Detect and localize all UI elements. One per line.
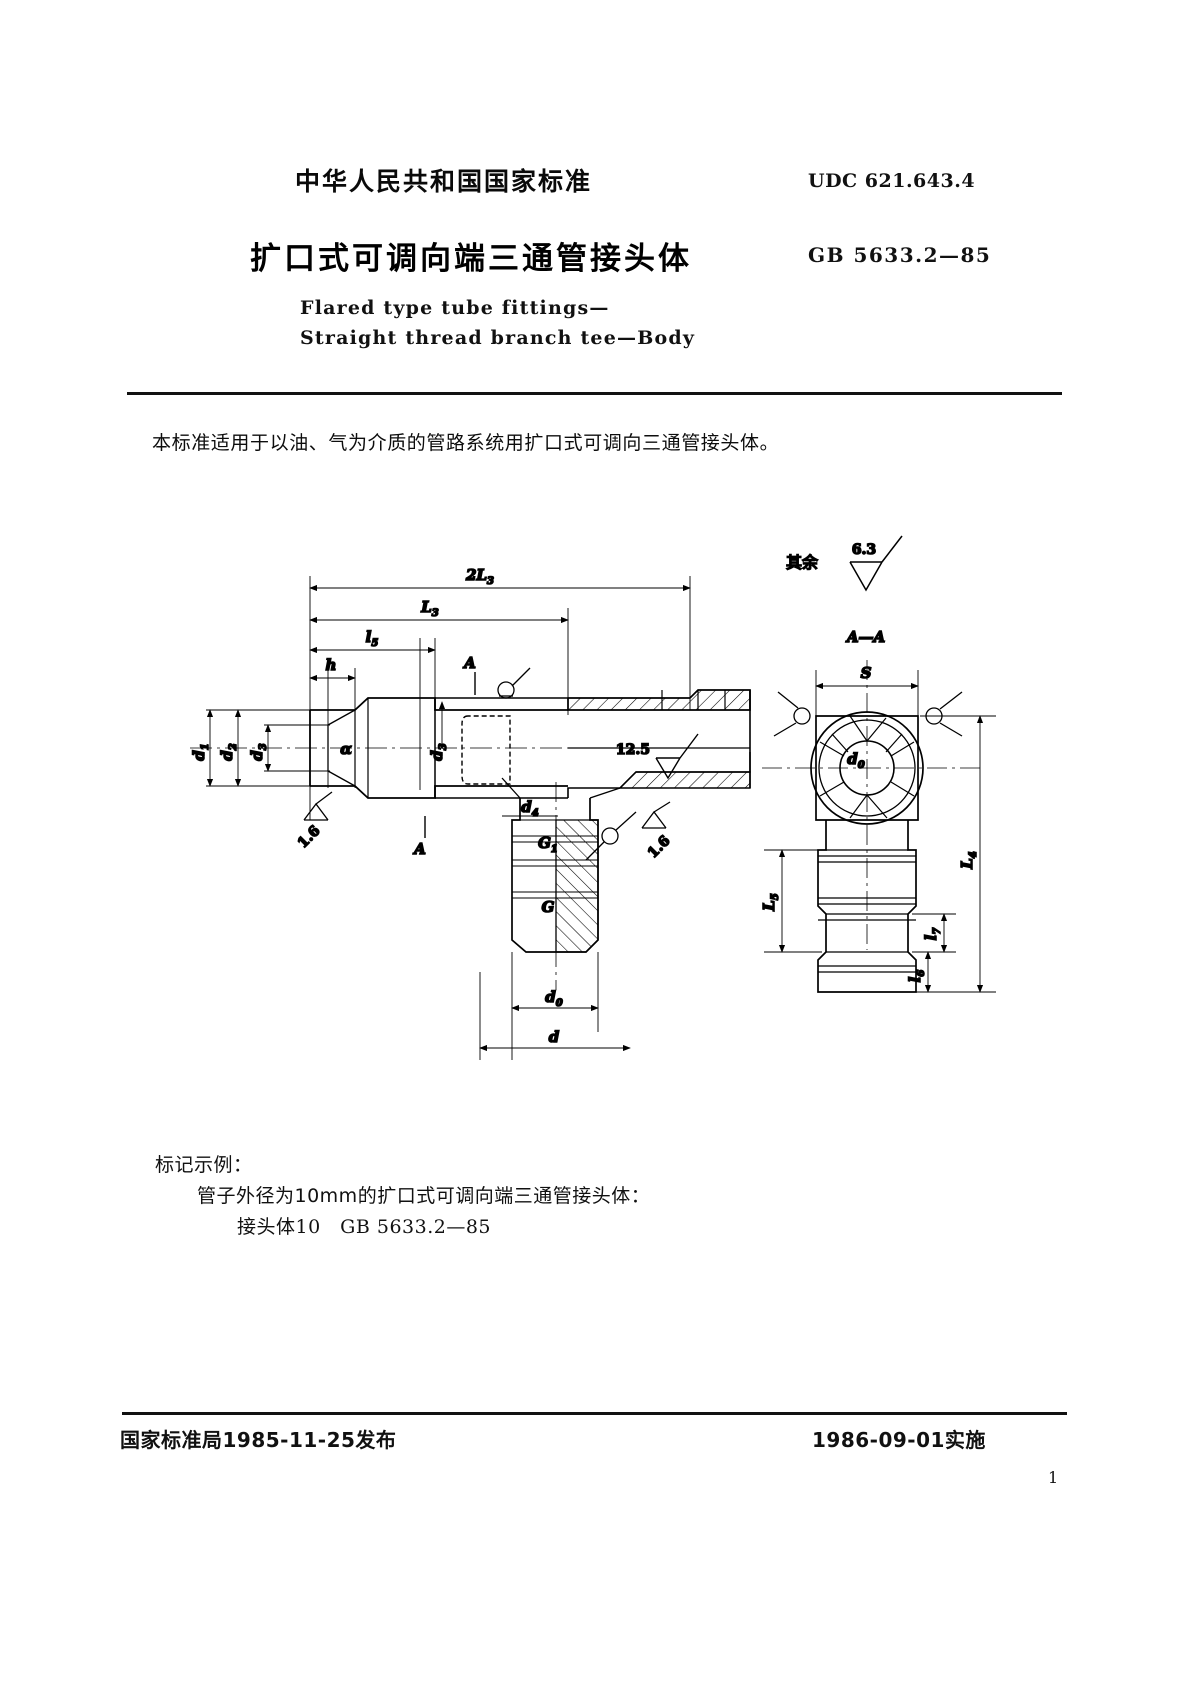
section-view-title: A—A — [845, 628, 885, 646]
dim-L4: L4 — [958, 851, 979, 870]
udc-code: UDC 621.643.4 — [808, 170, 976, 192]
roughness-1-6-right: 1.6 — [645, 833, 674, 862]
page-number: 1 — [1048, 1468, 1059, 1487]
roughness-6-3: 6.3 — [852, 542, 876, 558]
marking-example: 标记示例： 管子外径为10mm的扩口式可调向端三通管接头体： 接头体10 GB … — [155, 1150, 650, 1243]
dim-d3: d3 — [248, 743, 269, 761]
page-title: 扩口式可调向端三通管接头体 — [250, 241, 692, 277]
dim-G: G — [542, 898, 555, 916]
header-divider — [127, 392, 1062, 395]
english-title-line2: Straight thread branch tee—Body — [300, 327, 696, 349]
marking-line-2: 管子外径为10mm的扩口式可调向端三通管接头体： — [197, 1185, 651, 1207]
dim-S: S — [861, 664, 872, 682]
english-title: Flared type tube fittings— Straight thre… — [300, 293, 695, 353]
dim-d-bottom: d — [549, 1028, 560, 1046]
marking-heading: 标记示例： — [155, 1154, 253, 1176]
english-title-line1: Flared type tube fittings— — [300, 297, 610, 319]
dim-d1: d1 — [190, 743, 211, 760]
section-arrow-top-label: A — [462, 654, 476, 672]
footer-effective-info: 1986-09-01实施 — [812, 1428, 986, 1452]
dim-l7: l7 — [922, 928, 943, 941]
footer-publish-info: 国家标准局1985-11-25发布 — [120, 1428, 397, 1452]
dim-2L3: 2L3 — [465, 566, 494, 587]
remainder-note: 其余 — [786, 553, 818, 572]
footer-divider — [122, 1412, 1067, 1415]
technical-drawing: 2L3 L3 l5 h — [150, 520, 1050, 1120]
scope-paragraph: 本标准适用于以油、气为介质的管路系统用扩口式可调向三通管接头体。 — [152, 432, 780, 454]
dim-L5: L5 — [760, 893, 781, 912]
issuer-line: 中华人民共和国国家标准 — [295, 167, 593, 196]
dim-d2: d2 — [218, 743, 239, 761]
roughness-12-5: 12.5 — [616, 742, 650, 758]
marking-line-3: 接头体10 GB 5633.2—85 — [237, 1216, 492, 1238]
dim-G1: G1 — [538, 834, 558, 855]
dim-d3-inner: d3 — [428, 743, 449, 761]
dim-L3: L3 — [420, 598, 439, 619]
standard-number: GB 5633.2—85 — [808, 243, 992, 267]
dim-alpha: α — [340, 740, 352, 758]
dim-d0: d0 — [545, 988, 563, 1009]
dim-d0-section: d0 — [847, 750, 865, 771]
section-arrow-bottom-label: A — [412, 840, 426, 858]
dim-d4: d4 — [521, 798, 539, 819]
dim-l5: l5 — [366, 628, 379, 649]
dim-h: h — [326, 656, 337, 674]
roughness-1-6-left: 1.6 — [295, 823, 324, 852]
